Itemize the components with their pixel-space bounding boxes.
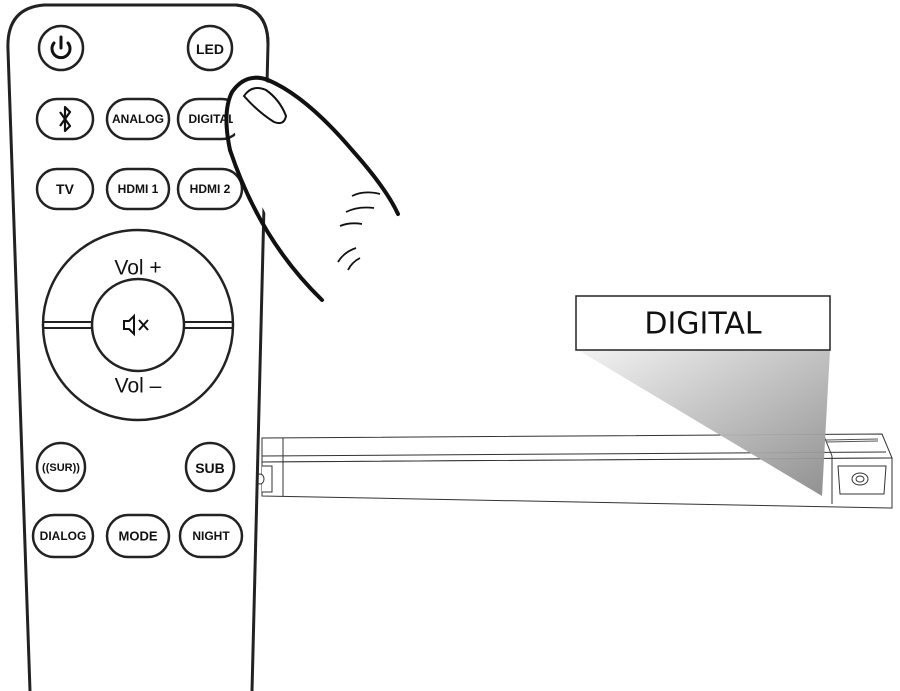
- vol-up-label: Vol +: [114, 257, 161, 280]
- surround-button[interactable]: ((SUR)): [35, 441, 87, 493]
- analog-button-label: ANALOG: [112, 112, 164, 126]
- bluetooth-button[interactable]: [35, 97, 95, 141]
- night-button[interactable]: NIGHT: [178, 513, 244, 559]
- dialog-button[interactable]: DIALOG: [31, 513, 95, 559]
- analog-button[interactable]: ANALOG: [105, 97, 171, 141]
- led-button-label: LED: [196, 41, 224, 57]
- led-button[interactable]: LED: [186, 24, 234, 72]
- vol-up-button[interactable]: Vol +: [114, 257, 161, 280]
- hdmi1-button[interactable]: HDMI 1: [105, 167, 171, 211]
- vol-down-label: Vol –: [115, 375, 162, 398]
- soundbar-logo: [837, 465, 887, 495]
- callout-beam: [578, 350, 830, 496]
- power-icon: [50, 35, 72, 60]
- mute-button[interactable]: [90, 277, 186, 373]
- digital-indicator-callout: DIGITAL: [575, 295, 831, 496]
- sub-button[interactable]: SUB: [184, 441, 236, 493]
- mode-button[interactable]: MODE: [105, 513, 171, 559]
- digital-button-label: DIGITAL: [188, 112, 235, 126]
- dialog-button-label: DIALOG: [40, 529, 87, 543]
- surround-button-label: ((SUR)): [42, 462, 80, 474]
- tv-button[interactable]: TV: [35, 167, 95, 211]
- mute-icon: [123, 313, 149, 337]
- soundbar-top-grille: [825, 438, 879, 443]
- power-button[interactable]: [37, 24, 85, 72]
- hdmi1-button-label: HDMI 1: [118, 182, 159, 196]
- sub-button-label: SUB: [195, 460, 225, 476]
- callout-box: [575, 295, 831, 351]
- mode-button-label: MODE: [119, 529, 158, 544]
- night-button-label: NIGHT: [192, 529, 230, 543]
- callout-label: DIGITAL: [644, 307, 762, 342]
- hdmi2-button-label: HDMI 2: [190, 182, 231, 196]
- vol-down-button[interactable]: Vol –: [115, 375, 162, 398]
- bluetooth-icon: [59, 105, 72, 133]
- pointing-finger-icon: [224, 75, 400, 302]
- tv-button-label: TV: [56, 181, 75, 197]
- hdmi2-button[interactable]: HDMI 2: [176, 167, 244, 211]
